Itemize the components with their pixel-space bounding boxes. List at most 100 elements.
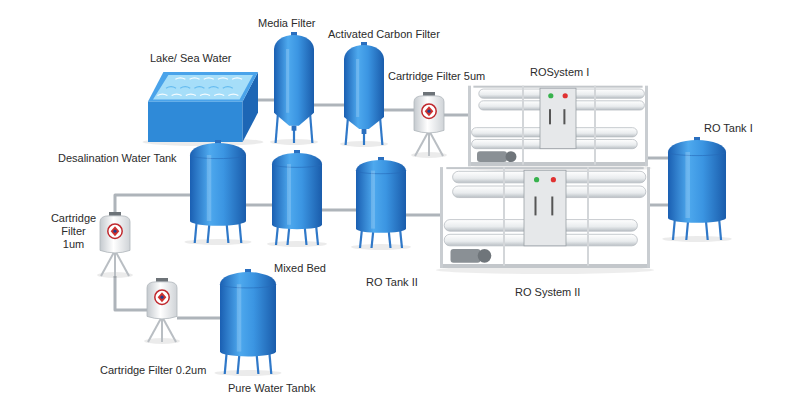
filter-leg bbox=[415, 130, 429, 156]
water-wave bbox=[204, 78, 214, 80]
ro-skid: RO System II bbox=[440, 165, 650, 270]
emblem-mark bbox=[111, 226, 120, 236]
water-wave bbox=[228, 94, 238, 96]
water-wave bbox=[186, 94, 196, 96]
tank-leg bbox=[719, 218, 721, 240]
filter-leg bbox=[115, 250, 129, 276]
water-wave bbox=[223, 87, 233, 89]
tank-seam bbox=[668, 152, 726, 156]
water-wave bbox=[200, 94, 210, 96]
equipment-label: Cartridge Filter 5um bbox=[388, 70, 485, 83]
cartridge-filter: Cartridge Filter 5um bbox=[414, 92, 444, 156]
tank-body bbox=[668, 140, 726, 223]
filter-leg bbox=[114, 250, 116, 276]
filter-body bbox=[414, 96, 444, 133]
equipment-figure bbox=[147, 278, 177, 342]
tank-leg bbox=[239, 221, 241, 243]
water-wave bbox=[157, 94, 167, 96]
equipment-figure bbox=[100, 212, 130, 276]
control-panel bbox=[540, 88, 576, 148]
pipe bbox=[115, 276, 147, 310]
filter-leg bbox=[101, 250, 115, 276]
filter-emblem bbox=[422, 104, 436, 118]
filter-leg bbox=[162, 316, 176, 342]
panel-gauge bbox=[551, 197, 553, 216]
pipe bbox=[258, 99, 274, 102]
storage-tank: Pure Water Tanbk bbox=[220, 272, 276, 374]
water-wave bbox=[166, 87, 176, 89]
tank-leg bbox=[195, 221, 197, 243]
frame-rail bbox=[440, 264, 650, 268]
frame-post bbox=[647, 167, 650, 268]
filter-body bbox=[100, 216, 130, 253]
indicator-light bbox=[548, 93, 553, 98]
pipe bbox=[444, 114, 468, 117]
vessel-highlight bbox=[356, 59, 359, 117]
tank-seam bbox=[272, 164, 322, 167]
equipment-label: RO Tank II bbox=[366, 276, 418, 289]
tank-highlight bbox=[685, 152, 690, 218]
frame-post bbox=[587, 167, 589, 266]
frame-rail bbox=[468, 162, 648, 166]
tank-leg bbox=[360, 229, 362, 248]
equipment-label: Activated Carbon Filter bbox=[328, 28, 440, 41]
equipment-label: Lake/ Sea Water bbox=[150, 52, 232, 65]
equipment-figure bbox=[668, 140, 726, 240]
tank-body bbox=[220, 272, 276, 356]
equipment-label: RO Tank I bbox=[704, 122, 753, 135]
tank-seam bbox=[356, 171, 406, 174]
panel-gauge bbox=[549, 109, 551, 124]
vessel-leg bbox=[310, 113, 312, 143]
vessel-body bbox=[344, 45, 384, 129]
pipe bbox=[648, 157, 668, 160]
panel-gauge bbox=[535, 197, 537, 216]
emblem-dot bbox=[160, 296, 163, 299]
tank-body bbox=[272, 153, 322, 229]
tank-leg bbox=[673, 218, 675, 240]
tank-leg bbox=[400, 229, 402, 248]
water-wave bbox=[218, 78, 228, 80]
pump-body bbox=[477, 151, 507, 162]
equipment-figure bbox=[220, 272, 276, 374]
storage-tank: Mixed Bed bbox=[272, 153, 322, 245]
indicator-light bbox=[534, 177, 539, 182]
pipe bbox=[406, 214, 440, 217]
vessel-leg bbox=[276, 113, 278, 143]
equipment-label: ROSystem I bbox=[530, 66, 589, 79]
pipe bbox=[322, 209, 356, 212]
cartridge-filter: Cartridge Filter 1um bbox=[100, 212, 130, 276]
equipment-label: Desalination Water Tank bbox=[58, 152, 177, 165]
pool-water bbox=[153, 75, 253, 99]
water-wave bbox=[172, 94, 182, 96]
storage-tank: Desalination Water Tank bbox=[190, 143, 246, 243]
ro-skid: ROSystem I bbox=[468, 84, 648, 168]
frame-post bbox=[594, 86, 596, 165]
equipment-label: Cartridge Filter 1um bbox=[50, 212, 97, 251]
panel-gauge bbox=[563, 109, 565, 124]
equipment-figure bbox=[468, 84, 648, 168]
filter-leg bbox=[429, 130, 443, 156]
pipe bbox=[115, 195, 190, 212]
pump-body bbox=[451, 249, 481, 263]
filter-body bbox=[147, 282, 177, 319]
frame-rail bbox=[473, 86, 642, 88]
indicator-light bbox=[563, 93, 568, 98]
tank-leg bbox=[316, 225, 318, 245]
water-pool: Lake/ Sea Water bbox=[148, 72, 258, 142]
water-wave bbox=[190, 78, 200, 80]
tank-leg bbox=[276, 225, 278, 245]
pipe bbox=[384, 109, 414, 112]
tank-highlight bbox=[371, 171, 375, 229]
vessel-highlight bbox=[286, 49, 289, 113]
water-wave bbox=[180, 87, 190, 89]
filter-vessel: Activated Carbon Filter bbox=[344, 45, 384, 145]
equipment-figure bbox=[414, 92, 444, 156]
frame-post bbox=[503, 167, 505, 266]
tank-body bbox=[190, 143, 246, 226]
filter-emblem bbox=[155, 290, 169, 304]
filter-leg bbox=[161, 316, 163, 342]
equipment-label: Mixed Bed bbox=[274, 262, 326, 275]
equipment-figure bbox=[440, 165, 650, 270]
pipe bbox=[314, 104, 344, 107]
